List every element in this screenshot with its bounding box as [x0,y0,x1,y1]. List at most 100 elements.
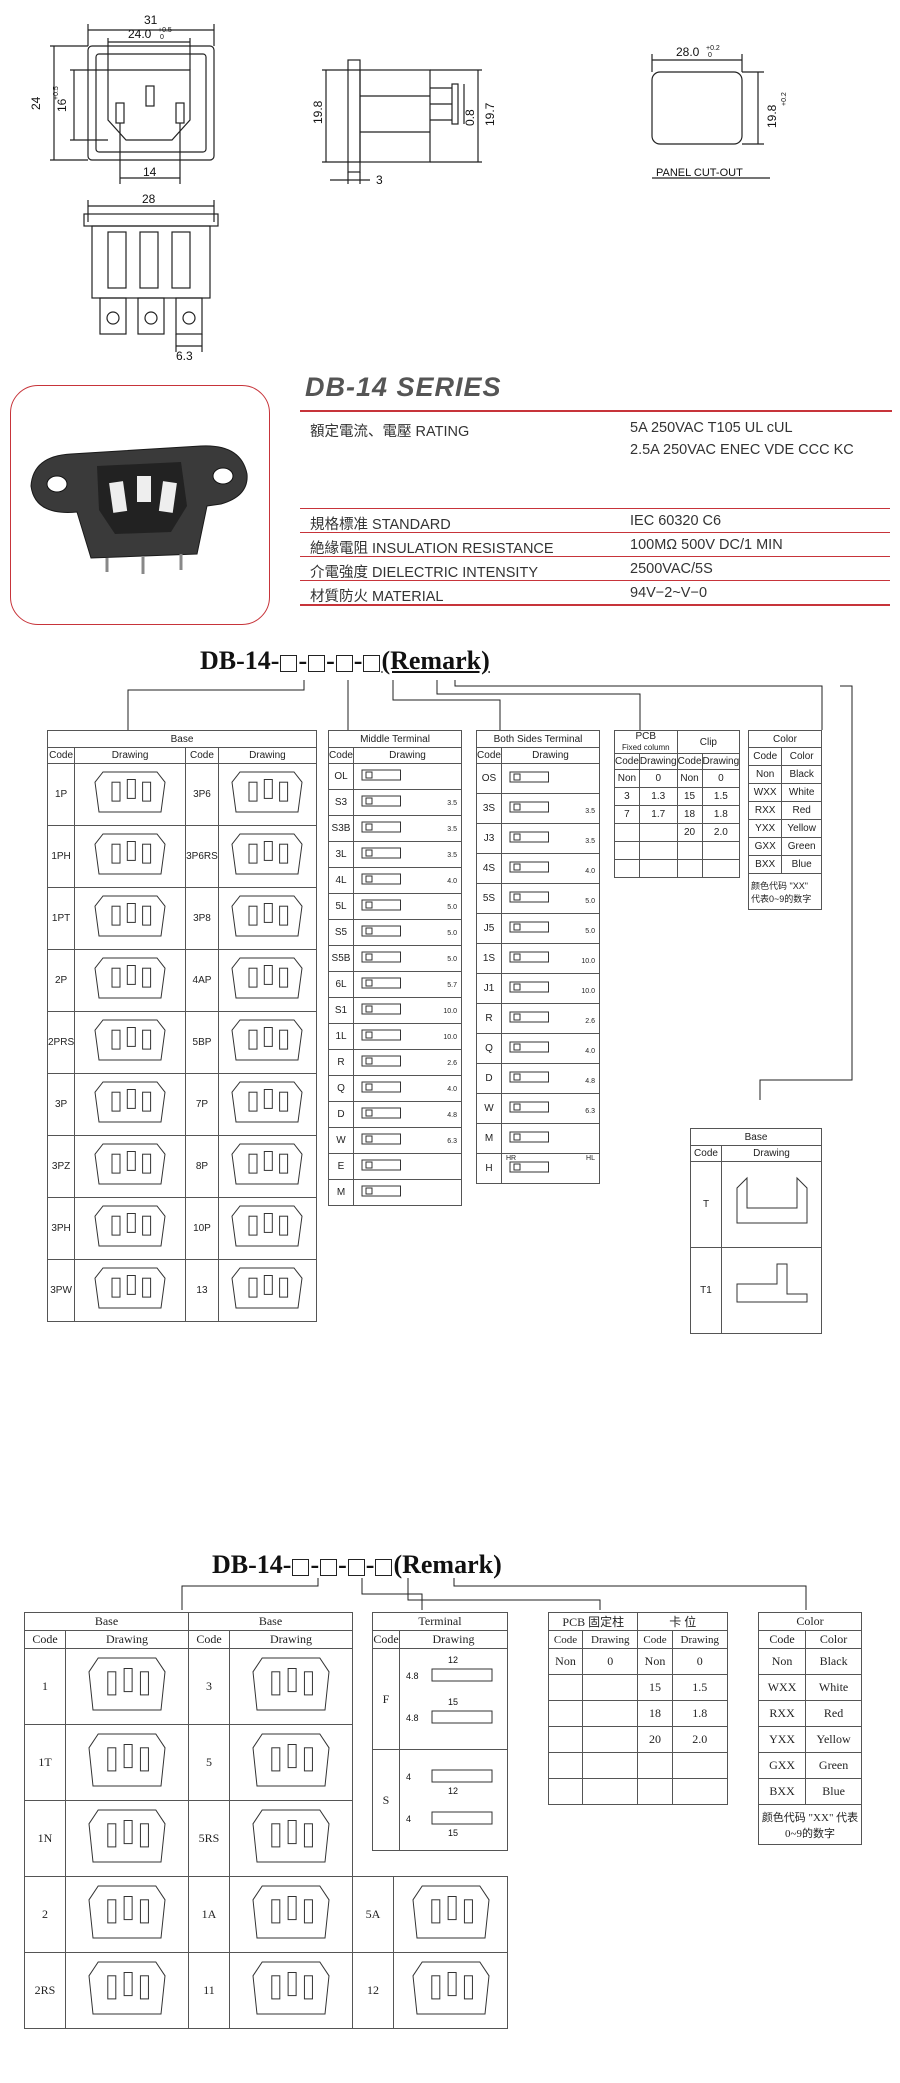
drawing-cell [217,1259,318,1322]
terminal-drawing [361,899,401,911]
svg-text:+0.5: +0.5 [158,27,172,34]
drawing-cell [721,1247,822,1334]
svg-text:19.8: 19.8 [311,100,325,124]
table-cell: BXX [747,855,783,874]
table-cell: 0 [701,769,741,788]
drawing-cell: 2.6 [353,1049,462,1076]
row-code: F [372,1648,400,1750]
row-code: 3PH [46,1197,76,1260]
terminal-drawing [361,873,401,885]
col-drawing: Drawing [721,1145,822,1162]
terminal-drawing [361,925,401,937]
table-row: F 12 15 4.8 4.8 [372,1648,508,1750]
table-cell [676,859,703,878]
row-code: R [476,1003,502,1034]
drawing-cell [74,1135,187,1198]
spec-row-rating: 額定電流、電壓 RATING 5A 250VAC T105 UL cUL 2.5… [300,412,890,509]
drawing-cell [229,1648,353,1725]
col-code: Code [547,1630,584,1649]
row-code: 1 [24,1648,66,1725]
drawing-cell [217,825,318,888]
col-drawing: Drawing [399,1630,508,1649]
col-color: Color [805,1630,862,1649]
row-code: S3B [328,815,354,842]
table-title: Base [188,1612,353,1631]
dim-label: 3.5 [585,808,595,815]
dim-label: 15 [448,1697,458,1707]
col-code: Code [676,753,703,770]
terminal-drawing [509,1101,549,1113]
drawing-cell: 5.0 [353,919,462,946]
table-cell [614,841,640,860]
table-title: Middle Terminal [328,730,462,748]
drawing-cell: 10.0 [501,973,600,1004]
drawing-cell [65,1724,189,1801]
drawing-cell [721,1161,822,1248]
row-code: 2 [24,1876,66,1953]
socket-drawing [94,1019,166,1061]
drawing-cell [74,1011,187,1074]
svg-text:19.8: 19.8 [765,104,779,128]
col-code: Code [188,1630,230,1649]
drawing-cell [74,763,187,826]
drawing-cell [74,887,187,950]
col-code: Code [185,747,219,764]
table-row: E [328,1153,462,1180]
row-code: R [328,1049,354,1076]
dim-label: 4.8 [447,1112,457,1119]
table-cell [671,1752,729,1779]
row-code: 3P6 [185,763,219,826]
socket-drawing [231,1019,303,1061]
terminal-drawing [361,821,401,833]
table-cell: WXX [747,783,783,802]
dim-label: 6.3 [585,1108,595,1115]
col-code: Code [757,1630,807,1649]
table-cell [582,1674,639,1701]
row-code: 5L [328,893,354,920]
drawing-cell: 5.0 [353,893,462,920]
table-cell: 1.3 [638,787,678,806]
table-cell [582,1752,639,1779]
table-row: D 4.8 [328,1101,462,1128]
drawing-cell: 4.0 [501,1033,600,1064]
row-code: 5A [352,1876,394,1953]
svg-text:28.0: 28.0 [676,45,700,59]
row-code: S1 [328,997,354,1024]
row-code: D [328,1101,354,1128]
table-cell [547,1752,584,1779]
socket-drawing [94,1267,166,1309]
drawing-cell [217,763,318,826]
pcb-subtitle: Fixed column [622,743,670,752]
drawing-cell: 5.0 [353,945,462,972]
base-t1-drawing [736,1263,807,1303]
terminal-drawing [361,847,401,859]
dim-label: 5.0 [585,928,595,935]
order-code-1-connectors [127,680,853,1100]
dim-label: 15 [448,1828,458,1838]
terminal-drawing [361,1159,401,1171]
row-code: 1PT [46,887,76,950]
socket-drawing [94,895,166,937]
drawing-cell: 5.7 [353,971,462,998]
sep: - [353,646,363,675]
table-cell: Blue [805,1778,862,1805]
row-code: 1P [46,763,76,826]
drawing-cell [217,1011,318,1074]
dim-label: 4 [406,1772,411,1782]
spec-value: 100MΩ 500V DC/1 MIN [630,537,783,553]
